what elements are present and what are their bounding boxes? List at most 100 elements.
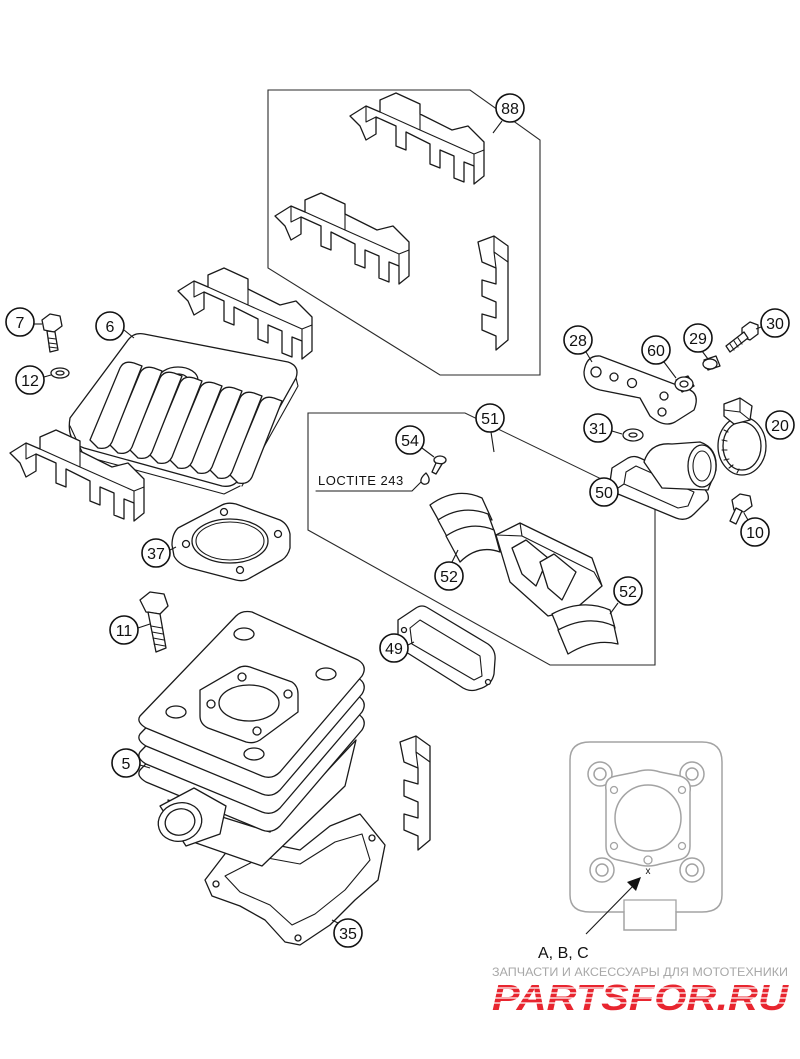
cylinder-bore: [218, 684, 280, 722]
inset-flange-hole: [609, 841, 619, 851]
callout-circle: [583, 413, 613, 443]
callout-number: 7: [16, 315, 25, 332]
head-gasket-hole: [235, 565, 245, 575]
callout-circle: [434, 561, 464, 591]
leader-6: [123, 329, 135, 339]
cylinder: [138, 610, 365, 867]
callout-number: 35: [339, 926, 357, 943]
leader-12: [43, 374, 52, 378]
leader-60: [663, 361, 677, 379]
spacer-face: [702, 358, 718, 370]
callout-54: 54: [395, 425, 425, 455]
intake-manifold: [609, 441, 717, 520]
callout-5: 5: [111, 748, 141, 778]
reed-petals-left: [429, 492, 501, 563]
head-washer-inner: [55, 370, 65, 376]
cylinder-stud-bolt-head: [139, 591, 169, 615]
callout-circle: [589, 477, 619, 507]
cylinder-flange-hole: [206, 699, 216, 709]
callout-number: 29: [689, 331, 707, 348]
inset-stud-hole: [593, 767, 607, 781]
reed-petal: [445, 525, 501, 563]
leader-54: [421, 447, 435, 458]
inset-flange-hole: [609, 785, 619, 795]
intake-bolt-shaft: [725, 331, 749, 353]
clamp-bolt: [729, 493, 753, 525]
watermark: ЗАПЧАСТИ И АКСЕССУАРЫ ДЛЯ МОТОТЕХНИКИ PA…: [488, 967, 792, 1018]
exhaust-port: [157, 787, 227, 847]
callout-number: 5: [122, 756, 131, 773]
inset-port-outline: [623, 899, 677, 912]
inset-arrow-head: [627, 877, 641, 891]
hose-clamp-band-inner: [722, 421, 762, 471]
reed-screw: [431, 455, 447, 475]
callout-37: 37: [141, 538, 171, 568]
callout-circle: [765, 410, 795, 440]
callout-circle: [95, 311, 125, 341]
base-gasket-opening: [224, 833, 371, 926]
leader-29: [701, 350, 709, 360]
intake-plate-hole: [626, 377, 638, 389]
exhaust-port-opening: [164, 808, 196, 836]
intake-plate-hole: [609, 372, 619, 382]
callout-circle: [683, 323, 713, 353]
intake-bolt-thread: [729, 337, 743, 351]
reed-block-opening: [511, 539, 549, 587]
inset-stud-hole: [685, 863, 699, 877]
head-bolt-head: [41, 313, 63, 333]
intake-washer-inner: [628, 432, 638, 438]
inset-bore: [614, 784, 682, 852]
callout-51: 51: [475, 403, 505, 433]
cylinder-flange-hole: [252, 726, 262, 736]
head-bolt: [41, 313, 63, 353]
callout-60: 60: [641, 335, 671, 365]
loctite-underline: [315, 481, 422, 492]
callout-31: 31: [583, 413, 613, 443]
kit-88-group: [267, 89, 541, 376]
callout-circle: [5, 307, 35, 337]
watermark-logo-stripes: [488, 987, 792, 1004]
cylinder-flange-hole: [237, 672, 247, 682]
reed-gasket-hole: [400, 626, 408, 634]
callout-11: 11: [109, 615, 139, 645]
callout-number: 50: [595, 485, 613, 502]
spoiler-upper: [349, 92, 485, 185]
spoiler-vertical: [477, 235, 509, 351]
reed-petal: [557, 620, 619, 655]
callout-50: 50: [589, 477, 619, 507]
base-gasket-hole: [294, 934, 302, 942]
intake-plate-hole: [659, 391, 669, 401]
leader-88: [492, 120, 503, 134]
inset-stud-hole: [595, 863, 609, 877]
callout-29: 29: [683, 323, 713, 353]
leader-50: [617, 483, 625, 489]
clamp-bolt-head: [731, 493, 753, 513]
callout-circle: [495, 93, 525, 123]
leader-52-left: [451, 549, 459, 563]
base-gasket-hole: [368, 834, 376, 842]
callout-12: 12: [15, 365, 45, 395]
callout-circle: [141, 538, 171, 568]
hose-clamp-screw: [723, 397, 751, 421]
callout-7: 7: [5, 307, 35, 337]
callout-circle: [395, 425, 425, 455]
callout-52-left: 52: [434, 561, 464, 591]
reed-petals-right: [551, 604, 619, 655]
watermark-tagline: ЗАПЧАСТИ И АКСЕССУАРЫ ДЛЯ МОТОТЕХНИКИ: [492, 967, 788, 979]
base-gasket-hole: [212, 880, 220, 888]
cylinder-stud-bolt-shaft: [147, 611, 167, 653]
head-gasket-hole: [181, 539, 191, 549]
reed-gasket: [397, 605, 496, 692]
callout-circle: [563, 325, 593, 355]
callout-10: 10: [740, 517, 770, 547]
cylinder-stud-bolt-thread: [150, 625, 166, 647]
callout-49: 49: [379, 633, 409, 663]
clamp-bolt-shaft: [729, 507, 743, 525]
callout-number: 10: [746, 525, 764, 542]
inset-mark: x: [646, 866, 651, 877]
intake-plate-hole: [590, 366, 602, 378]
inset-stud-hole: [685, 767, 699, 781]
callout-number: 30: [766, 316, 784, 333]
hose-clamp: [717, 397, 767, 476]
